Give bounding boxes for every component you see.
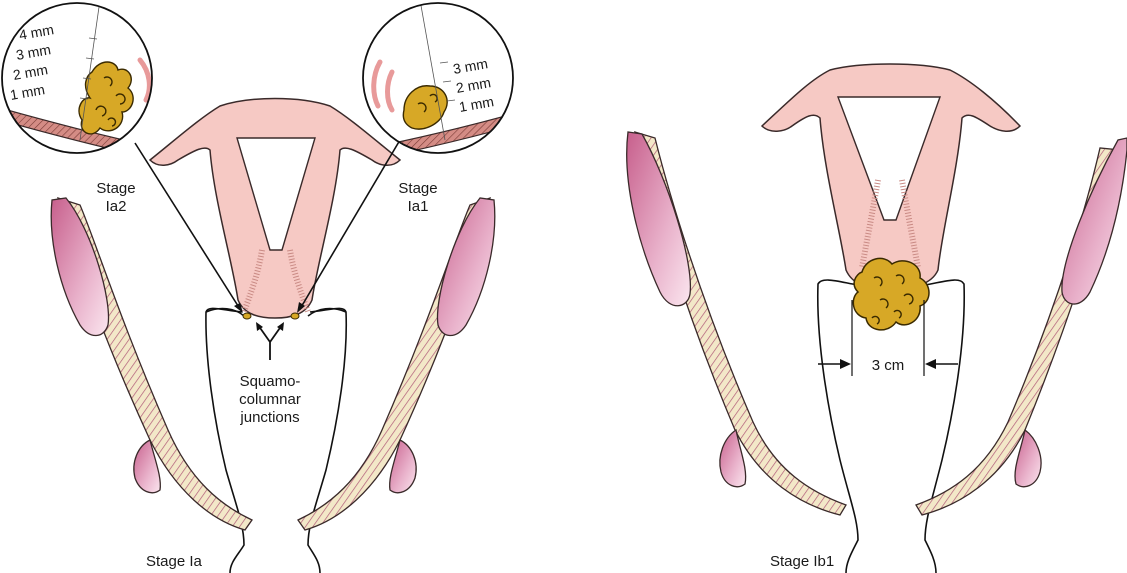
stage-ib1-label: Stage Ib1 bbox=[770, 553, 834, 570]
tumor-ib1 bbox=[853, 258, 929, 329]
junction-label-line-3: junctions bbox=[239, 409, 299, 426]
junction-label-line-1: Squamo- bbox=[240, 373, 301, 390]
stage-ia2-label-line-2: Ia2 bbox=[106, 198, 127, 215]
measure-label: 3 cm bbox=[872, 357, 905, 374]
stage-ia1-label-line-1: Stage bbox=[398, 180, 437, 197]
measure-arrowhead-left bbox=[840, 359, 851, 369]
inset-stage-ia2: 4 mm 3 mm 2 mm 1 mm bbox=[0, 0, 170, 162]
inset-stage-ia1: 3 mm 2 mm 1 mm bbox=[360, 0, 520, 162]
vaginal-canal-left bbox=[206, 308, 346, 573]
stage-ia2-label-line-1: Stage bbox=[96, 180, 135, 197]
junction-label-line-2: columnar bbox=[239, 391, 301, 408]
stage-ia1-label-line-2: Ia1 bbox=[408, 198, 429, 215]
tumor-ia1-small bbox=[291, 313, 299, 319]
right-panel: 3 cm Stage Ib1 bbox=[627, 64, 1127, 573]
adnexa-left-inner bbox=[298, 198, 495, 530]
measure-arrowhead-right bbox=[925, 359, 936, 369]
left-panel: Squamo- columnar junctions Stage Ia 4 mm… bbox=[0, 0, 520, 573]
adnexa-right-outer bbox=[627, 132, 846, 515]
stage-ia-label: Stage Ia bbox=[146, 553, 203, 570]
tumor-ia2-small bbox=[243, 313, 251, 319]
adnexa-left-outer bbox=[51, 198, 252, 530]
junction-arrows bbox=[258, 325, 282, 360]
